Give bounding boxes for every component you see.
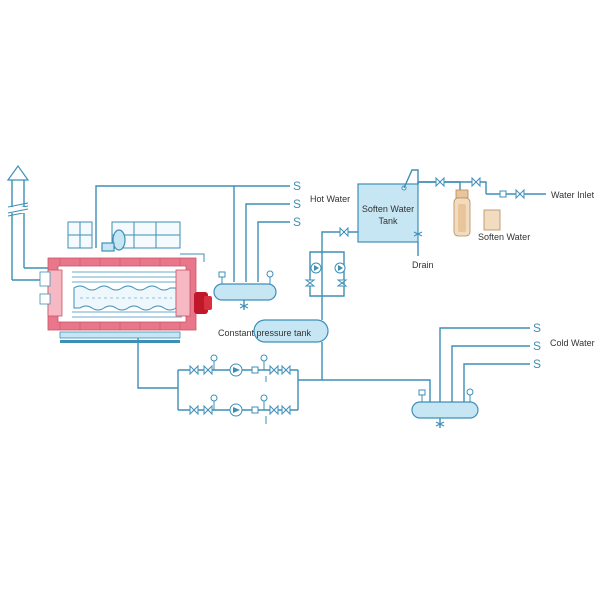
cold-supply-marker: S bbox=[533, 339, 541, 353]
cold-water-header bbox=[411, 388, 479, 428]
valve-icon bbox=[339, 226, 349, 238]
feed-pumps bbox=[304, 226, 349, 287]
valve-icon bbox=[515, 188, 525, 200]
valve-icon bbox=[269, 364, 279, 376]
constant-pressure-tank bbox=[253, 319, 329, 380]
pump-group-upper bbox=[189, 354, 291, 382]
valve-icon bbox=[189, 364, 199, 376]
valve-icon bbox=[304, 279, 316, 287]
hot-water-label: Hot Water bbox=[310, 194, 350, 204]
softener-icon bbox=[453, 189, 501, 237]
hot-water-header bbox=[213, 270, 277, 310]
hot-supply-marker: S bbox=[293, 179, 301, 193]
valve-icon bbox=[336, 279, 348, 287]
hot-supply-marker: S bbox=[293, 197, 301, 211]
water-inlet-label: Water Inlet bbox=[551, 190, 595, 200]
hot-supply-markers: S S S bbox=[293, 179, 301, 229]
valve-icon bbox=[189, 404, 199, 416]
pressure-gauge-icon bbox=[210, 354, 218, 362]
valve-icon bbox=[203, 364, 213, 376]
hot-supply-marker: S bbox=[293, 215, 301, 229]
pump-group-lower bbox=[189, 394, 291, 424]
chimney-icon bbox=[6, 164, 50, 281]
boiler-icon bbox=[39, 221, 197, 343]
soften-water-label: Soften Water bbox=[478, 232, 530, 242]
valve-icon bbox=[203, 404, 213, 416]
cold-supply-marker: S bbox=[533, 321, 541, 335]
valve-icon bbox=[281, 364, 291, 376]
valve-icon bbox=[435, 176, 445, 188]
pressure-gauge-icon bbox=[266, 270, 274, 278]
drain-label: Drain bbox=[412, 260, 434, 270]
cold-water-label: Cold Water bbox=[550, 338, 595, 348]
burner-icon bbox=[194, 292, 212, 314]
pressure-gauge-icon bbox=[210, 394, 218, 402]
constant-pressure-tank-label: Constant pressure tank bbox=[218, 328, 312, 338]
soften-water-tank bbox=[357, 169, 423, 256]
cold-supply-markers: S S S bbox=[533, 321, 541, 371]
cold-supply-marker: S bbox=[533, 357, 541, 371]
valve-icon bbox=[471, 176, 481, 188]
pressure-gauge-icon bbox=[466, 388, 474, 396]
soften-water-tank-label-line2: Tank bbox=[378, 216, 398, 226]
soften-water-tank-label-line1: Soften Water bbox=[362, 204, 414, 214]
inlet-valves bbox=[435, 176, 525, 200]
valve-icon bbox=[269, 404, 279, 416]
valve-icon bbox=[281, 404, 291, 416]
